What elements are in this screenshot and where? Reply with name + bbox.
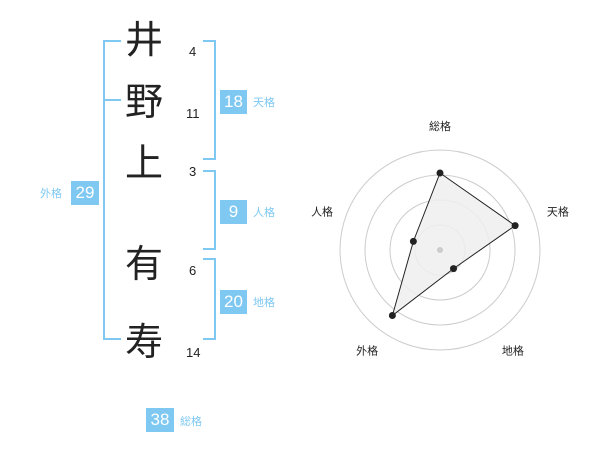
tenkaku-value-badge: 18 xyxy=(220,90,247,114)
stroke-count-1: 4 xyxy=(189,44,197,59)
name-char-1: 井 xyxy=(124,18,163,62)
chikaku-label: 地格 xyxy=(253,296,275,309)
tenkaku-label: 天格 xyxy=(253,96,275,109)
stroke-count-4: 6 xyxy=(189,263,197,278)
radar-axis-label: 外格 xyxy=(356,343,378,357)
stroke-count-3: 3 xyxy=(189,164,197,179)
chikaku-value-badge: 20 xyxy=(220,290,247,314)
stroke-count-2: 11 xyxy=(186,106,200,121)
radar-area xyxy=(391,172,517,317)
name-char-5: 寿 xyxy=(124,320,163,364)
radar-grid-ring xyxy=(339,149,541,351)
gaikaku-bracket xyxy=(103,40,121,340)
radar-axis-label: 総格 xyxy=(429,119,451,133)
radar-axis-label: 地格 xyxy=(502,343,524,357)
name-char-4: 有 xyxy=(124,242,163,286)
radar-data-point xyxy=(450,265,458,273)
tenkaku-bracket xyxy=(203,40,216,160)
gaikaku-bracket-tick xyxy=(103,99,121,101)
radar-data-point xyxy=(511,222,519,230)
name-char-2: 野 xyxy=(124,80,163,124)
radar-data-point xyxy=(409,237,417,245)
gaikaku-value-badge: 29 xyxy=(71,181,99,205)
chikaku-bracket xyxy=(203,258,216,340)
radar-axis-label: 天格 xyxy=(547,205,569,219)
radar-axis-label: 人格 xyxy=(311,205,333,219)
jinkaku-bracket xyxy=(203,170,216,250)
soukaku-label: 総格 xyxy=(180,415,202,428)
gaikaku-label: 外格 xyxy=(40,187,62,200)
radar-data-point xyxy=(388,312,396,320)
radar-center-point xyxy=(437,247,443,253)
soukaku-value-badge: 38 xyxy=(146,408,174,432)
jinkaku-label: 人格 xyxy=(253,206,275,219)
jinkaku-value-badge: 9 xyxy=(220,200,247,224)
radar-data-point xyxy=(436,169,444,177)
stroke-count-5: 14 xyxy=(186,345,201,360)
name-char-3: 上 xyxy=(124,141,163,185)
